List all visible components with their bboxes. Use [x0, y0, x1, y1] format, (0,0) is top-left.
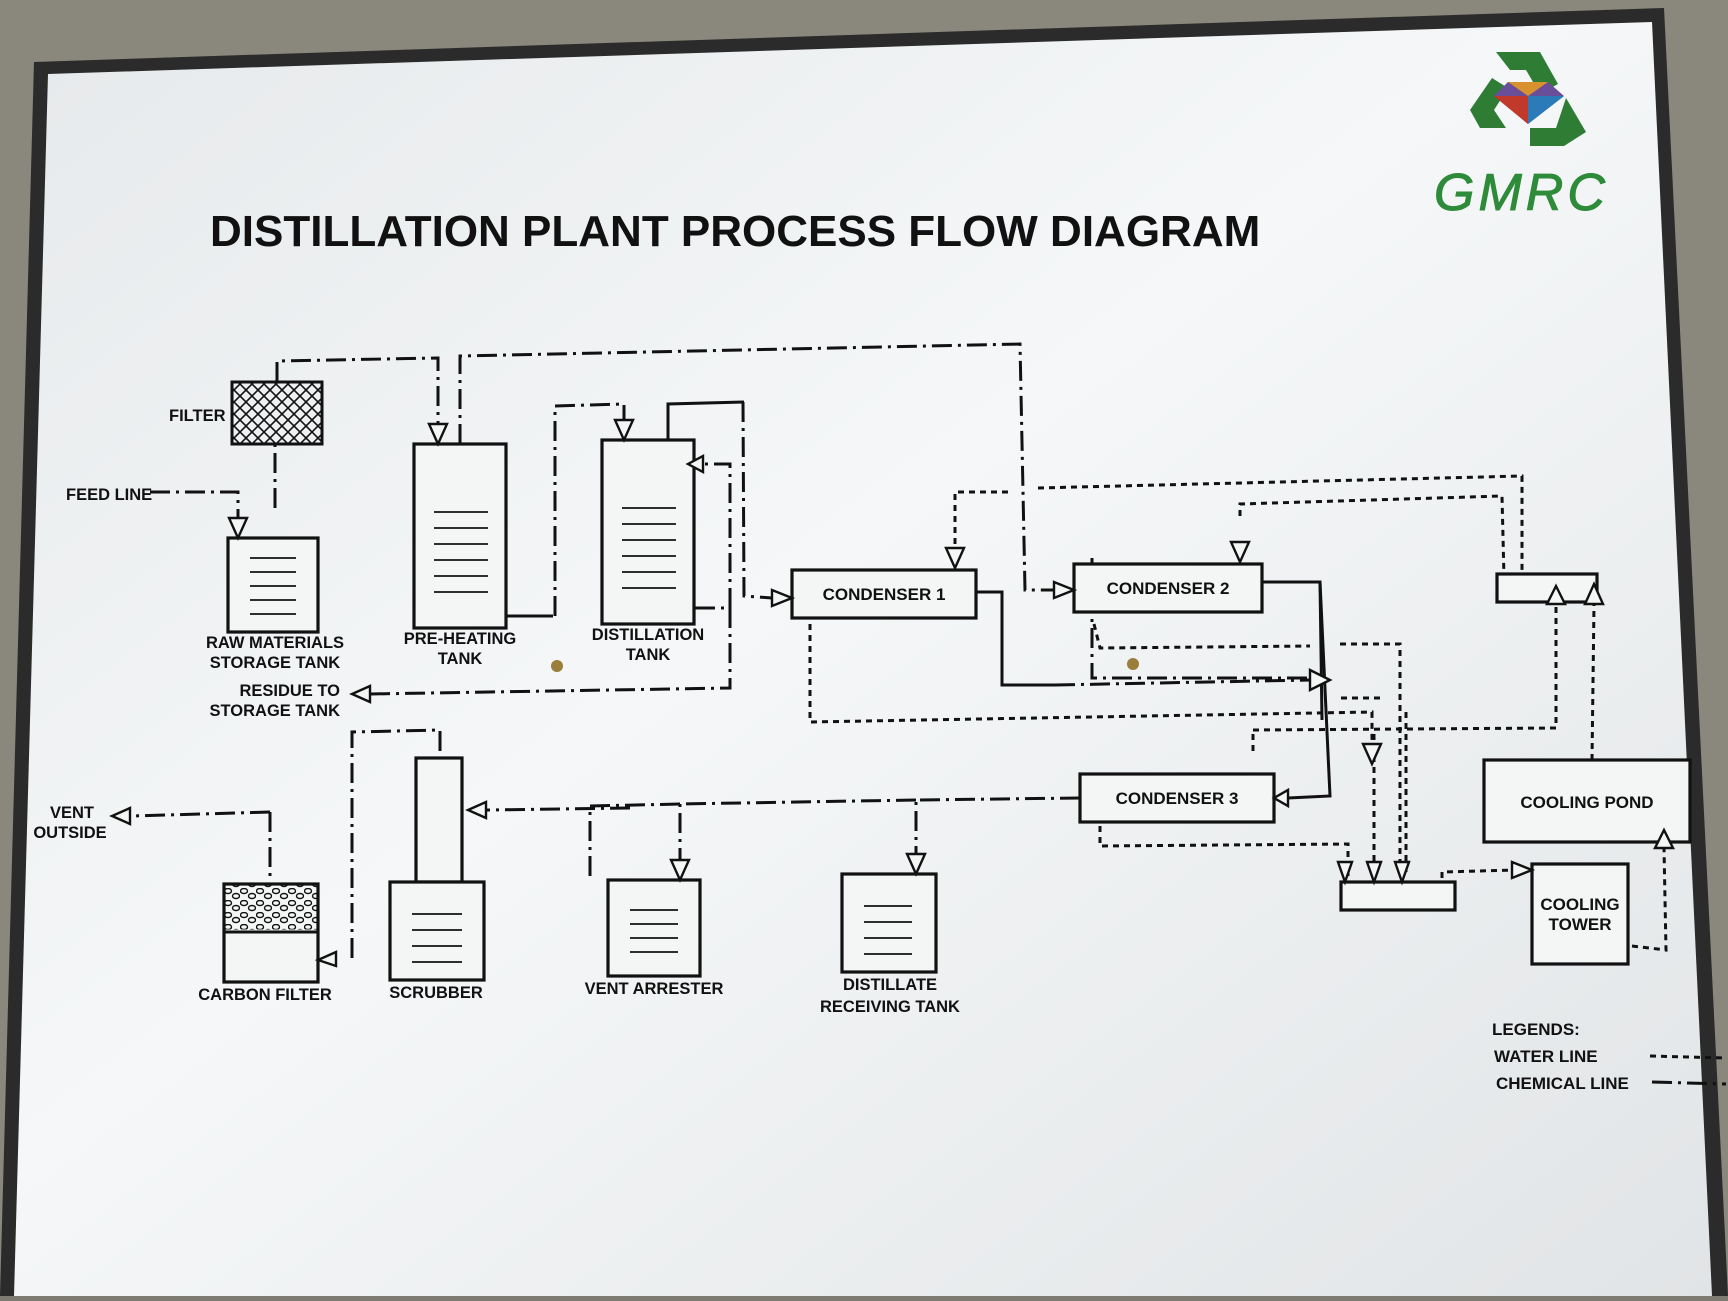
vent-label-1: VENT — [50, 804, 94, 822]
filter — [230, 380, 324, 446]
legend-water-swatch — [1649, 1054, 1727, 1060]
distillate-receiving-tank — [840, 872, 938, 974]
legend-chemical-swatch — [1651, 1080, 1727, 1086]
carbon-filter-label: CARBON FILTER — [198, 986, 332, 1004]
carbon-filter — [222, 882, 320, 984]
residue-label-2: STORAGE TANK — [210, 702, 341, 720]
legend-title: LEGENDS: — [1492, 1020, 1580, 1039]
distillation-label-2: TANK — [626, 646, 671, 664]
scrubber-label: SCRUBBER — [389, 984, 483, 1002]
raw-materials-label-2: STORAGE TANK — [210, 654, 341, 672]
cooling-tower-label-2: TOWER — [1549, 915, 1612, 934]
pre-heating-label-1: PRE-HEATING — [404, 630, 516, 648]
condenser-3-label: CONDENSER 3 — [1116, 789, 1239, 808]
diagram-title: DISTILLATION PLANT PROCESS FLOW DIAGRAM — [210, 207, 1260, 256]
mounting-screw — [1127, 658, 1139, 670]
cooling-tower-label-1: COOLING — [1540, 895, 1619, 914]
distillate-label-1: DISTILLATE — [843, 976, 937, 994]
pre-heating-label-2: TANK — [438, 650, 483, 668]
condenser-2 — [1072, 562, 1264, 614]
scrubber — [388, 756, 486, 982]
legend: LEGENDS: WATER LINE CHEMICAL LINE — [1492, 1020, 1727, 1093]
logo-text: GMRC — [1434, 164, 1609, 222]
vent-label-2: OUTSIDE — [33, 824, 106, 842]
condenser-1-label: CONDENSER 1 — [823, 585, 946, 604]
water-header-top — [1495, 572, 1599, 604]
cooling-pond-label: COOLING POND — [1520, 793, 1653, 812]
condenser-1 — [790, 568, 978, 620]
distillation-tank — [600, 438, 696, 626]
cooling-pond — [1482, 758, 1692, 844]
legend-water-label: WATER LINE — [1494, 1047, 1598, 1066]
feed-line-label: FEED LINE — [66, 486, 152, 504]
distillation-label-1: DISTILLATION — [592, 626, 704, 644]
vent-arrester — [606, 878, 702, 978]
water-header-bottom — [1339, 880, 1457, 912]
condenser-2-label: CONDENSER 2 — [1107, 579, 1230, 598]
raw-materials-storage-tank — [226, 536, 320, 634]
vent-arrester-label: VENT ARRESTER — [585, 980, 724, 998]
residue-label-1: RESIDUE TO — [239, 682, 340, 700]
cooling-tower — [1530, 862, 1630, 966]
legend-chemical-label: CHEMICAL LINE — [1496, 1074, 1629, 1093]
distillate-label-2: RECEIVING TANK — [820, 998, 960, 1016]
flow-arrowheads — [109, 418, 1675, 968]
mounting-screw — [551, 660, 563, 672]
chemical-lines-2 — [1054, 678, 1311, 687]
filter-label: FILTER — [169, 407, 226, 425]
pre-heating-tank — [412, 442, 508, 630]
process-lines — [507, 400, 1332, 800]
raw-materials-label-1: RAW MATERIALS — [206, 634, 344, 652]
recycle-icon — [1470, 52, 1586, 146]
